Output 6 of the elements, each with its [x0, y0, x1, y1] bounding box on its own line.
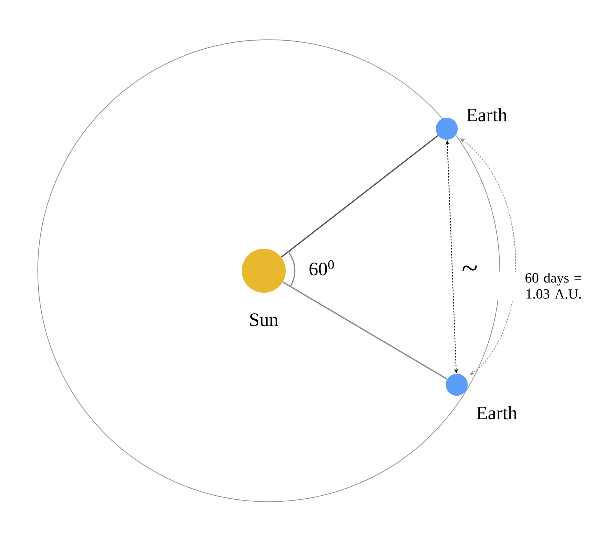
- angle-label: 60$^{0}$: [310, 260, 334, 276]
- node-label: Earth: [476, 406, 518, 420]
- edge-label: 60 days = 1.03 A.U.: [489, 272, 583, 300]
- node-label: Sun: [250, 314, 278, 326]
- node-label: Earth: [466, 108, 508, 122]
- edge-label: ~: [460, 264, 480, 280]
